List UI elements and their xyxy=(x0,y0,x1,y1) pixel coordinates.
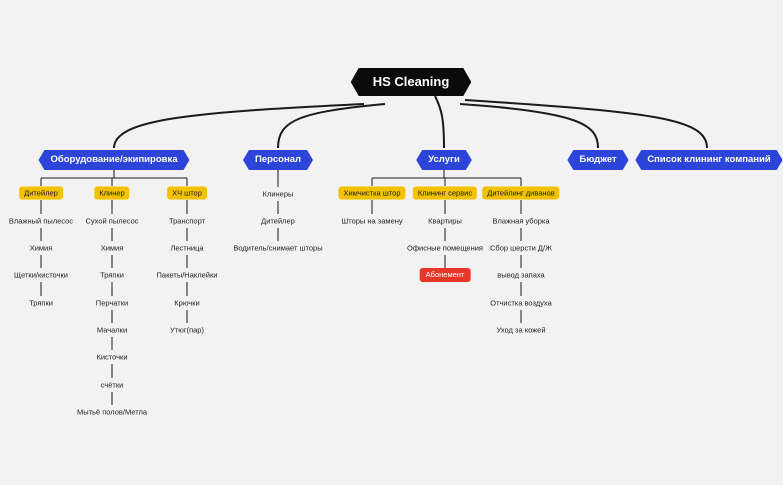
leaf-item: Утюг(пар) xyxy=(169,325,205,335)
leaf-item: Клинеры xyxy=(261,189,295,199)
leaf-item: Шторы на замену xyxy=(340,216,404,226)
leaf-item: Водитель/снимает шторы xyxy=(232,243,324,253)
tag-curtain-cleaning[interactable]: Химчистка штор xyxy=(338,186,406,200)
leaf-item: Дитейлер xyxy=(260,216,296,226)
leaf-item: Уход за кожей xyxy=(495,325,547,335)
leaf-item: Лестница xyxy=(169,243,205,253)
category-budget[interactable]: Бюджет xyxy=(567,150,628,170)
leaf-item: Перчатки xyxy=(94,298,130,308)
category-staff[interactable]: Персонал xyxy=(243,150,313,170)
tag-sofa-detailing[interactable]: Дитейлинг диванов xyxy=(482,186,560,200)
leaf-item: Влажная уборка xyxy=(491,216,551,226)
leaf-item: Мачалки xyxy=(95,325,129,335)
leaf-item: Мытьё полов/Метла xyxy=(75,407,149,417)
subscription-badge[interactable]: Абонемент xyxy=(419,268,471,282)
category-services[interactable]: Услуги xyxy=(416,150,472,170)
leaf-item: Тряпки xyxy=(99,270,125,280)
leaf-item: вывод запаха xyxy=(496,270,546,280)
tag-spare-parts[interactable]: ХЧ штор xyxy=(167,186,207,200)
leaf-item: Офисные помещения xyxy=(406,243,484,253)
leaf-item: Кисточки xyxy=(95,352,129,362)
leaf-item: Крючки xyxy=(173,298,201,308)
root-node[interactable]: HS Cleaning xyxy=(351,68,472,96)
leaf-item: счётки xyxy=(99,380,125,390)
leaf-item: Химия xyxy=(28,243,54,253)
category-equipment[interactable]: Оборудование/экипировка xyxy=(38,150,189,170)
leaf-item: Транспорт xyxy=(167,216,207,226)
leaf-item: Квартиры xyxy=(427,216,463,226)
leaf-item: Отчистка воздуха xyxy=(489,298,553,308)
leaf-item: Влажный пылесос xyxy=(7,216,75,226)
category-companies[interactable]: Список клининг компаний xyxy=(635,150,782,170)
leaf-item: Сбор шерсти Д/Ж xyxy=(488,243,554,253)
tag-detailer[interactable]: Дитейлер xyxy=(19,186,63,200)
leaf-item: Химия xyxy=(99,243,125,253)
leaf-item: Щетки/кисточки xyxy=(13,270,69,280)
tag-cleaning-service[interactable]: Клининг сервис xyxy=(412,186,478,200)
leaf-item: Тряпки xyxy=(28,298,54,308)
tag-cleaner[interactable]: Клинер xyxy=(94,186,130,200)
leaf-item: Пакеты/Наклейки xyxy=(155,270,219,280)
leaf-item: Сухой пылесос xyxy=(84,216,140,226)
